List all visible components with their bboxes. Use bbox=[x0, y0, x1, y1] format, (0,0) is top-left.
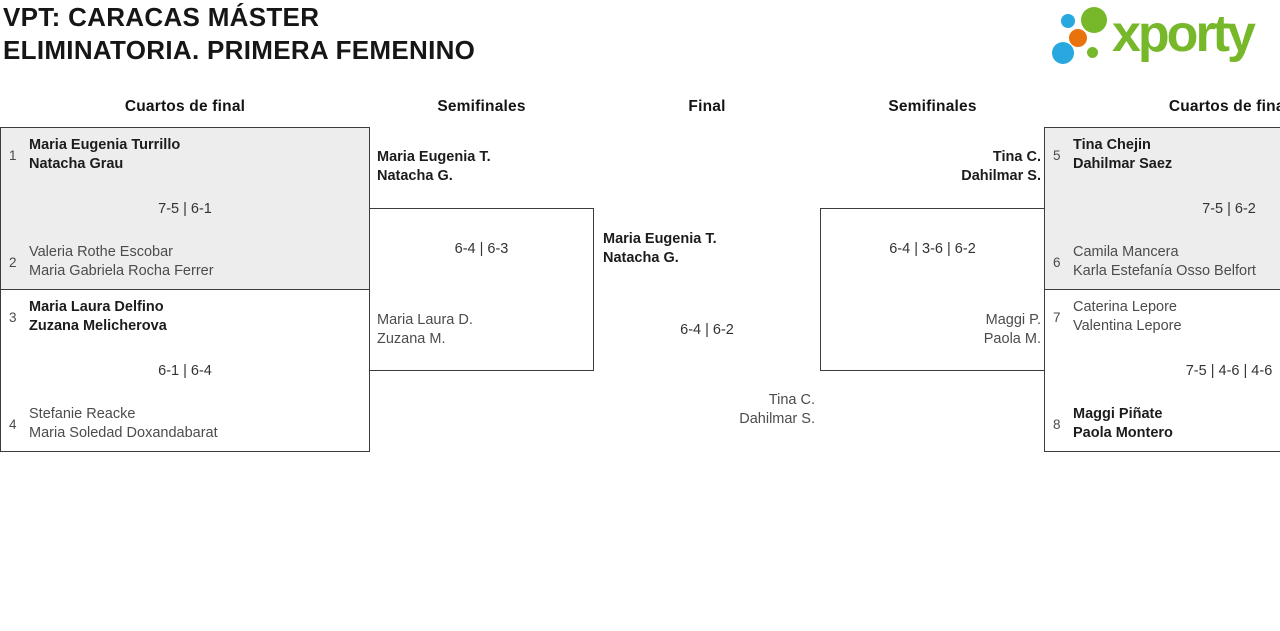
player-name: Maria Soledad Doxandabarat bbox=[29, 425, 218, 441]
sf-right-loser-team: Maggi P. Paola M. bbox=[820, 311, 1041, 349]
player-name: Natacha G. bbox=[603, 250, 679, 266]
team-seed-8: 8 Maggi Piñate Paola Montero bbox=[1053, 405, 1173, 443]
sf-right-winner-team: Tina C. Dahilmar S. bbox=[820, 148, 1041, 186]
player-name: Camila Mancera bbox=[1073, 244, 1179, 260]
round-header-quarterfinals-right: Cuartos de final bbox=[1168, 98, 1280, 115]
match-sf-right[interactable] bbox=[820, 208, 1045, 371]
team-seed-6: 6 Camila Mancera Karla Estefanía Osso Be… bbox=[1053, 243, 1256, 281]
logo-wordmark: xporty bbox=[1112, 5, 1256, 63]
player-name: Maggi Piñate bbox=[1073, 406, 1163, 422]
team-seed-7: 7 Caterina Lepore Valentina Lepore bbox=[1053, 298, 1182, 336]
logo-dot-blue-large-icon bbox=[1052, 42, 1074, 64]
player-name: Maggi P. bbox=[985, 312, 1041, 328]
player-name: Valentina Lepore bbox=[1073, 318, 1182, 334]
round-header-semifinals-right: Semifinales bbox=[888, 98, 977, 115]
match-sf-left[interactable] bbox=[369, 208, 594, 371]
final-winner-team: Maria Eugenia T. Natacha G. bbox=[603, 230, 717, 268]
player-name: Paola Montero bbox=[1073, 425, 1173, 441]
logo-dot-green-small-icon bbox=[1087, 47, 1098, 58]
seed-number: 3 bbox=[9, 309, 17, 325]
player-name: Paola M. bbox=[983, 331, 1041, 347]
player-name: Maria Eugenia Turrillo bbox=[29, 137, 181, 153]
player-name: Natacha G. bbox=[377, 168, 453, 184]
round-header-final: Final bbox=[688, 98, 726, 115]
sf-right-score: 6-4 | 3-6 | 6-2 bbox=[889, 241, 976, 257]
match-qf-3[interactable]: 5 Tina Chejin Dahilmar Saez 7-5 | 6-2 6 … bbox=[1044, 127, 1280, 290]
page-title: VPT: CARACAS MÁSTER ELIMINATORIA. PRIMER… bbox=[3, 1, 475, 67]
sf-left-loser-team: Maria Laura D. Zuzana M. bbox=[377, 311, 473, 349]
seed-number: 5 bbox=[1053, 147, 1061, 163]
sf-left-score: 6-4 | 6-3 bbox=[454, 241, 509, 257]
team-seed-5: 5 Tina Chejin Dahilmar Saez bbox=[1053, 136, 1172, 174]
player-name: Maria Eugenia T. bbox=[377, 149, 491, 165]
player-name: Maria Laura Delfino bbox=[29, 299, 164, 315]
team-seed-4: 4 Stefanie Reacke Maria Soledad Doxandab… bbox=[9, 405, 218, 443]
match-score: 7-5 | 6-1 bbox=[158, 201, 212, 217]
player-name: Caterina Lepore bbox=[1073, 299, 1177, 315]
player-name: Valeria Rothe Escobar bbox=[29, 244, 174, 260]
match-qf-2[interactable]: 3 Maria Laura Delfino Zuzana Melicherova… bbox=[0, 289, 370, 452]
player-name: Dahilmar Saez bbox=[1073, 156, 1173, 172]
logo-dot-orange-icon bbox=[1069, 29, 1087, 47]
team-seed-3: 3 Maria Laura Delfino Zuzana Melicherova bbox=[9, 298, 167, 336]
team-seed-2: 2 Valeria Rothe Escobar Maria Gabriela R… bbox=[9, 243, 214, 281]
title-line-1: VPT: CARACAS MÁSTER bbox=[3, 2, 320, 32]
seed-number: 4 bbox=[9, 416, 17, 432]
player-name: Zuzana M. bbox=[377, 331, 446, 347]
player-name: Maria Eugenia T. bbox=[603, 231, 717, 247]
match-qf-1[interactable]: 1 Maria Eugenia Turrillo Natacha Grau 7-… bbox=[0, 127, 370, 290]
seed-number: 1 bbox=[9, 147, 17, 163]
player-name: Natacha Grau bbox=[29, 156, 124, 172]
match-score: 6-1 | 6-4 bbox=[158, 363, 212, 379]
match-score: 7-5 | 4-6 | 4-6 bbox=[1185, 363, 1273, 379]
round-header-semifinals-left: Semifinales bbox=[437, 98, 526, 115]
title-line-2: ELIMINATORIA. PRIMERA FEMENINO bbox=[3, 35, 476, 65]
player-name: Zuzana Melicherova bbox=[29, 318, 167, 334]
player-name: Maria Laura D. bbox=[377, 312, 473, 328]
seed-number: 7 bbox=[1053, 309, 1061, 325]
logo-dot-blue-small-icon bbox=[1061, 14, 1075, 28]
player-name: Maria Gabriela Rocha Ferrer bbox=[29, 263, 214, 279]
logo-dot-green-large-icon bbox=[1081, 7, 1107, 33]
player-name: Karla Estefanía Osso Belfort bbox=[1073, 263, 1256, 279]
team-seed-1: 1 Maria Eugenia Turrillo Natacha Grau bbox=[9, 136, 180, 174]
seed-number: 8 bbox=[1053, 416, 1061, 432]
final-score: 6-4 | 6-2 bbox=[680, 322, 734, 338]
seed-number: 6 bbox=[1053, 254, 1061, 270]
sf-left-winner-team: Maria Eugenia T. Natacha G. bbox=[377, 148, 491, 186]
player-name: Dahilmar S. bbox=[739, 411, 815, 427]
player-name: Tina Chejin bbox=[1073, 137, 1151, 153]
round-header-quarterfinals-left: Cuartos de final bbox=[124, 98, 246, 115]
match-score: 7-5 | 6-2 bbox=[1202, 201, 1256, 217]
seed-number: 2 bbox=[9, 254, 17, 270]
player-name: Tina C. bbox=[768, 392, 815, 408]
match-qf-4[interactable]: 7 Caterina Lepore Valentina Lepore 7-5 |… bbox=[1044, 289, 1280, 452]
player-name: Stefanie Reacke bbox=[29, 406, 136, 422]
final-runner-up-team: Tina C. Dahilmar S. bbox=[595, 391, 815, 429]
player-name: Tina C. bbox=[992, 149, 1041, 165]
player-name: Dahilmar S. bbox=[961, 168, 1041, 184]
